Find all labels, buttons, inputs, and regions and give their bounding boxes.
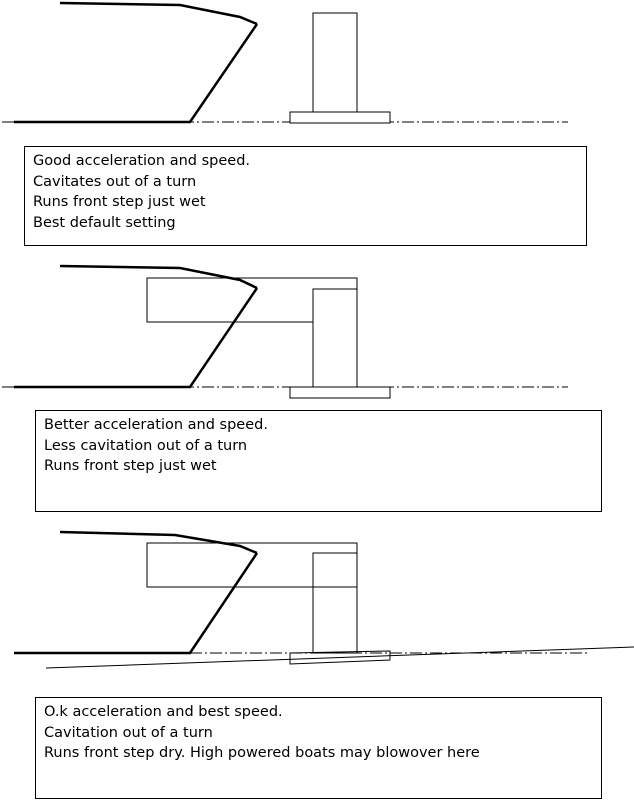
hull-transom <box>14 23 259 124</box>
description-line: Good acceleration and speed. <box>33 153 251 169</box>
description-box-1: Good acceleration and speed. Cavitates o… <box>24 146 587 246</box>
panel-2-drawing <box>2 264 568 399</box>
hull-transom <box>14 287 259 389</box>
description-line: Cavitation out of a turn <box>44 724 213 741</box>
hull-outline <box>59 1 258 26</box>
hull-transom <box>14 552 259 655</box>
hull-outline <box>59 264 258 290</box>
plate <box>289 650 391 665</box>
strut <box>312 552 358 654</box>
description-line: Best default setting <box>33 214 176 231</box>
description-line: Runs front step just wet <box>33 194 206 210</box>
trim-line <box>45 646 634 669</box>
description-line: Runs front step just wet <box>44 458 217 474</box>
panel-1-drawing <box>2 1 568 124</box>
panel-3-drawing <box>14 530 634 669</box>
strut <box>312 288 358 388</box>
strut <box>312 12 358 113</box>
description-line: Runs front step dry. High powered boats … <box>44 745 480 761</box>
description-box-2: Better acceleration and speed. Less cavi… <box>35 410 602 512</box>
description-line: Cavitates out of a turn <box>33 173 197 190</box>
hull-outline <box>59 530 258 555</box>
plate <box>289 386 391 399</box>
description-line: O.k acceleration and best speed. <box>44 704 283 720</box>
description-box-3: O.k acceleration and best speed. Cavitat… <box>35 697 602 799</box>
description-line: Better acceleration and speed. <box>44 417 268 433</box>
plate <box>289 111 391 124</box>
description-line: Less cavitation out of a turn <box>44 437 248 454</box>
